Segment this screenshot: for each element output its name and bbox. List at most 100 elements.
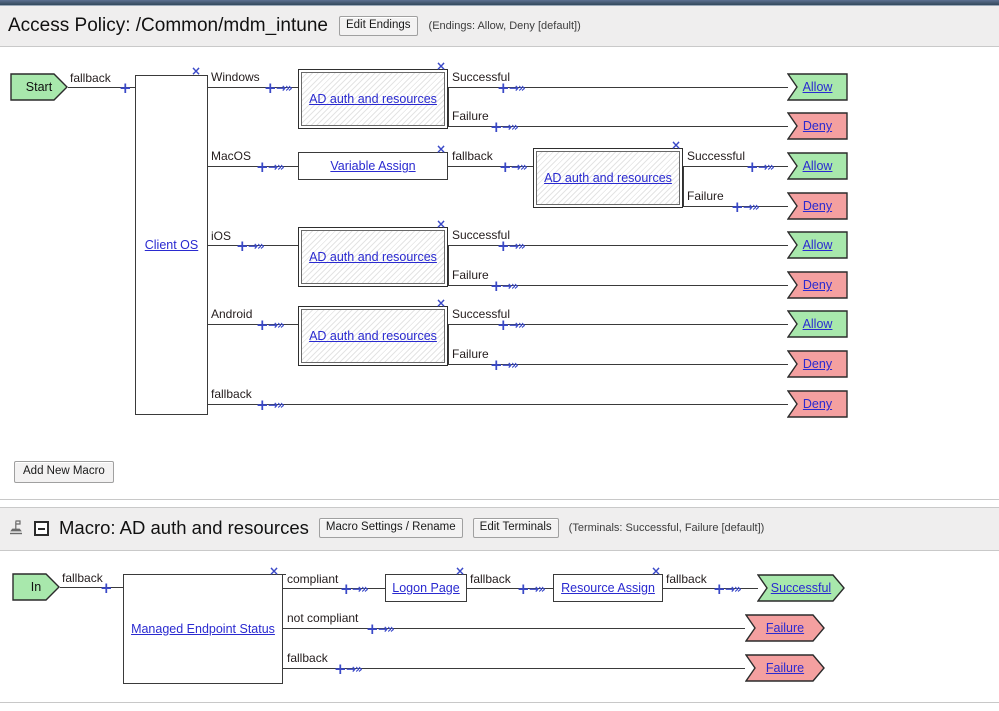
ending-label-allow-macos[interactable]: Allow bbox=[802, 159, 833, 173]
agent-node-variable-assign-label[interactable]: Variable Assign bbox=[330, 159, 416, 173]
insert-arrow-policy-fallback[interactable]: →» bbox=[268, 398, 285, 412]
start-node[interactable]: Start bbox=[10, 73, 68, 101]
add-item-android-successful[interactable]: + bbox=[497, 316, 510, 334]
add-item-macro-in[interactable]: + bbox=[100, 579, 113, 597]
macro-in-node[interactable]: In bbox=[12, 573, 60, 601]
collapse-macro-icon[interactable] bbox=[34, 520, 49, 536]
macro-node-windows[interactable]: AD auth and resources bbox=[298, 69, 448, 129]
ending-label-allow-windows[interactable]: Allow bbox=[802, 80, 833, 94]
add-item-macos-successful[interactable]: + bbox=[746, 158, 759, 176]
ending-label-deny-macos[interactable]: Deny bbox=[802, 199, 833, 213]
delete-icon-macro-ios[interactable]: × bbox=[436, 217, 447, 231]
ending-label-deny-android[interactable]: Deny bbox=[802, 357, 833, 371]
ending-node-allow-macos[interactable]: Allow bbox=[787, 152, 848, 180]
insert-arrow-compliant[interactable]: →» bbox=[352, 582, 369, 596]
macro-node-windows-label[interactable]: AD auth and resources bbox=[309, 92, 437, 106]
ending-node-deny-windows[interactable]: Deny bbox=[787, 112, 848, 140]
drag-handle-icon[interactable] bbox=[8, 520, 24, 536]
ending-node-deny-fallback[interactable]: Deny bbox=[787, 390, 848, 418]
add-item-logon-fallback[interactable]: + bbox=[517, 580, 530, 598]
terminal-label-failure-not-compliant[interactable]: Failure bbox=[765, 621, 805, 635]
ending-label-allow-android[interactable]: Allow bbox=[802, 317, 833, 331]
agent-node-client-os[interactable]: Client OS bbox=[135, 75, 208, 415]
edit-terminals-button[interactable]: Edit Terminals bbox=[472, 518, 559, 538]
insert-arrow-windows[interactable]: →» bbox=[276, 81, 293, 95]
agent-node-managed-endpoint-status-label[interactable]: Managed Endpoint Status bbox=[131, 622, 275, 636]
terminal-node-failure-fallback[interactable]: Failure bbox=[745, 654, 825, 682]
insert-arrow-macro-fallback[interactable]: →» bbox=[346, 662, 363, 676]
add-item-android-failure[interactable]: + bbox=[490, 356, 503, 374]
ending-label-deny-fallback[interactable]: Deny bbox=[802, 397, 833, 411]
add-item-macos-failure[interactable]: + bbox=[731, 198, 744, 216]
insert-arrow-macos-failure[interactable]: →» bbox=[743, 200, 760, 214]
ending-node-allow-windows[interactable]: Allow bbox=[787, 73, 848, 101]
agent-node-logon-page[interactable]: Logon Page bbox=[385, 574, 467, 602]
agent-node-logon-page-label[interactable]: Logon Page bbox=[392, 581, 460, 595]
insert-arrow-android[interactable]: →» bbox=[268, 318, 285, 332]
insert-arrow-logon-fallback[interactable]: →» bbox=[529, 582, 546, 596]
add-item-windows-failure[interactable]: + bbox=[490, 118, 503, 136]
terminal-node-successful[interactable]: Successful bbox=[757, 574, 845, 602]
add-item-ios[interactable]: + bbox=[236, 237, 249, 255]
ending-node-deny-macos[interactable]: Deny bbox=[787, 192, 848, 220]
add-new-macro-button[interactable]: Add New Macro bbox=[14, 461, 114, 483]
add-item-ios-successful[interactable]: + bbox=[497, 237, 510, 255]
macro-node-ios[interactable]: AD auth and resources bbox=[298, 227, 448, 287]
insert-arrow-android-failure[interactable]: →» bbox=[502, 358, 519, 372]
macro-node-macos-label[interactable]: AD auth and resources bbox=[544, 171, 672, 185]
macro-node-macos[interactable]: AD auth and resources bbox=[533, 148, 683, 208]
delete-icon-macro-android[interactable]: × bbox=[436, 296, 447, 310]
add-item-android[interactable]: + bbox=[256, 316, 269, 334]
insert-arrow-resource-fallback[interactable]: →» bbox=[725, 582, 742, 596]
terminal-label-failure-fallback[interactable]: Failure bbox=[765, 661, 805, 675]
macro-node-android-fill: AD auth and resources bbox=[301, 309, 445, 363]
terminal-node-failure-not-compliant[interactable]: Failure bbox=[745, 614, 825, 642]
insert-arrow-windows-successful[interactable]: →» bbox=[509, 81, 526, 95]
ending-label-deny-ios[interactable]: Deny bbox=[802, 278, 833, 292]
delete-icon-variable-assign[interactable]: × bbox=[436, 142, 447, 156]
delete-icon-client-os[interactable]: × bbox=[191, 64, 202, 78]
macro-node-ios-label[interactable]: AD auth and resources bbox=[309, 250, 437, 264]
add-item-start[interactable]: + bbox=[119, 79, 132, 97]
add-item-macos[interactable]: + bbox=[256, 158, 269, 176]
agent-node-resource-assign-label[interactable]: Resource Assign bbox=[561, 581, 655, 595]
ending-node-allow-android[interactable]: Allow bbox=[787, 310, 848, 338]
delete-icon-resource-assign[interactable]: × bbox=[651, 564, 662, 578]
add-item-ios-failure[interactable]: + bbox=[490, 277, 503, 295]
agent-node-managed-endpoint-status[interactable]: Managed Endpoint Status bbox=[123, 574, 283, 684]
insert-arrow-macos-successful[interactable]: →» bbox=[758, 160, 775, 174]
ending-node-deny-ios[interactable]: Deny bbox=[787, 271, 848, 299]
macro-settings-rename-button[interactable]: Macro Settings / Rename bbox=[318, 518, 463, 538]
agent-node-resource-assign[interactable]: Resource Assign bbox=[553, 574, 663, 602]
macro-node-android-label[interactable]: AD auth and resources bbox=[309, 329, 437, 343]
add-item-windows[interactable]: + bbox=[264, 79, 277, 97]
insert-arrow-ios-successful[interactable]: →» bbox=[509, 239, 526, 253]
ending-label-allow-ios[interactable]: Allow bbox=[802, 238, 833, 252]
add-item-policy-fallback[interactable]: + bbox=[256, 396, 269, 414]
add-item-not-compliant[interactable]: + bbox=[366, 620, 379, 638]
delete-icon-logon-page[interactable]: × bbox=[455, 564, 466, 578]
add-item-resource-fallback[interactable]: + bbox=[713, 580, 726, 598]
delete-icon-macro-windows[interactable]: × bbox=[436, 59, 447, 73]
insert-arrow-macos[interactable]: →» bbox=[268, 160, 285, 174]
edit-endings-button[interactable]: Edit Endings bbox=[338, 16, 418, 36]
add-item-compliant[interactable]: + bbox=[340, 580, 353, 598]
insert-arrow-not-compliant[interactable]: →» bbox=[378, 622, 395, 636]
delete-icon-macro-macos[interactable]: × bbox=[671, 138, 682, 152]
insert-arrow-ios-failure[interactable]: →» bbox=[502, 279, 519, 293]
insert-arrow-windows-failure[interactable]: →» bbox=[502, 120, 519, 134]
insert-arrow-ios[interactable]: →» bbox=[248, 239, 265, 253]
ending-node-deny-android[interactable]: Deny bbox=[787, 350, 848, 378]
agent-node-variable-assign[interactable]: Variable Assign bbox=[298, 152, 448, 180]
macro-node-android[interactable]: AD auth and resources bbox=[298, 306, 448, 366]
ending-label-deny-windows[interactable]: Deny bbox=[802, 119, 833, 133]
agent-node-client-os-label[interactable]: Client OS bbox=[144, 238, 199, 252]
add-item-macos-fallback[interactable]: + bbox=[499, 158, 512, 176]
terminal-label-successful[interactable]: Successful bbox=[770, 581, 832, 595]
add-item-macro-fallback[interactable]: + bbox=[334, 660, 347, 678]
insert-arrow-android-successful[interactable]: →» bbox=[509, 318, 526, 332]
add-item-windows-successful[interactable]: + bbox=[497, 79, 510, 97]
insert-arrow-macos-fallback[interactable]: →» bbox=[511, 160, 528, 174]
delete-icon-managed-endpoint-status[interactable]: × bbox=[269, 564, 280, 578]
ending-node-allow-ios[interactable]: Allow bbox=[787, 231, 848, 259]
